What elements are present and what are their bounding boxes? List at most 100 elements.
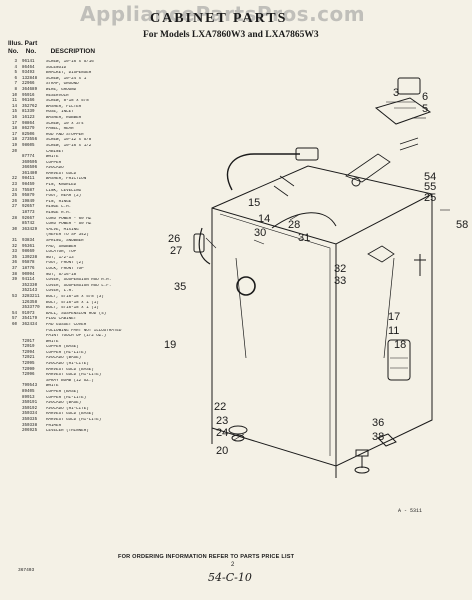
callout-26: 26: [168, 233, 180, 245]
part-illus-no: 3: [14, 60, 17, 64]
part-description: HOSE, INLET: [46, 110, 74, 115]
callout-58: 58: [456, 219, 468, 231]
part-illus-no: 31: [11, 239, 17, 243]
cabinet-top-edge: [211, 193, 433, 245]
part-illus-no: 15: [11, 110, 17, 115]
part-number: 132848: [22, 76, 38, 81]
part-illus-no: 4: [14, 65, 17, 70]
part-illus-no: 22: [11, 177, 17, 182]
part-description: WASHER, FILTER: [46, 104, 82, 109]
dispenser-bracket: [374, 97, 432, 125]
part-number: 130238: [22, 255, 38, 260]
part-illus-no: 24: [11, 188, 17, 193]
part-number: 72019: [22, 345, 35, 350]
exploded-diagram: 3 6 5 54 55 25 58 15 14 28 31 30 26 27 3…: [164, 77, 468, 478]
part-illus-no: 27: [11, 205, 17, 210]
part-number: 18773: [22, 211, 35, 216]
part-number: 90094: [22, 272, 35, 277]
inlet-hose: [226, 153, 300, 191]
parts-row: (REFER TO SP 342): [8, 233, 153, 239]
part-description: SCREW, 10-16 x 5/16: [46, 60, 94, 64]
part-description: COPPER (HI-LITE): [46, 395, 87, 400]
ordering-note: FOR ORDERING INFORMATION REFER TO PARTS …: [118, 554, 295, 560]
part-number: 350334: [22, 412, 38, 417]
parts-row: FOLLOWING PART NOT ILLUSTRATED: [8, 329, 153, 335]
part-description: LEVELER (THINNER): [46, 429, 89, 434]
part-illus-no: 18: [11, 127, 17, 132]
callout-17: 17: [388, 311, 400, 323]
part-description: AVOCADO (BASE): [46, 401, 82, 406]
part-illus-no: 26: [11, 199, 17, 204]
part-description: CORD POWER - 60 HZ: [46, 216, 92, 221]
part-illus-no: 32: [11, 244, 17, 249]
callout-15: 15: [248, 197, 260, 209]
callout-11: 11: [388, 325, 399, 337]
document-id: 367403: [18, 568, 35, 573]
part-description: COPPER: [46, 160, 62, 165]
part-description: AVOCADO (BASE): [46, 356, 82, 361]
handwritten-note: 54-C-10: [208, 571, 252, 584]
part-description: SCREW, 10 x 3/4: [46, 121, 84, 126]
part-number: 72090: [22, 367, 35, 372]
part-number: 95878: [22, 261, 35, 266]
part-number: 19849: [22, 199, 35, 204]
callout-22: 22: [214, 401, 226, 413]
part-description: NUT, 5/16-18: [46, 272, 77, 277]
part-number: 98605: [22, 143, 35, 148]
part-description: PIN, HINGE: [46, 199, 72, 204]
part-number: 72017: [22, 339, 35, 344]
part-illus-no: 17: [11, 132, 17, 137]
part-number: 72095: [22, 362, 35, 367]
part-description: COPPER (HI-LITE): [46, 350, 87, 355]
part-description: SCREW, 10-12 x 5/8: [46, 138, 92, 143]
page-number: 2: [231, 562, 235, 568]
callout-3: 3: [393, 87, 399, 99]
part-number: 91073: [22, 311, 35, 316]
part-description: VALVE, MIXING: [46, 227, 79, 232]
part-description: WHITE: [46, 155, 59, 160]
callout-20: 20: [216, 445, 228, 457]
part-number: 89405: [22, 390, 35, 395]
part-illus-no: 33: [11, 250, 17, 255]
part-description: BALL, SUSPENSION ROD (4): [46, 311, 107, 316]
part-description: AVOCADO (HI-LITE): [46, 362, 89, 367]
parts-row: PAINT TOUCH UP (1/2 OZ.): [8, 334, 153, 340]
part-description: LOCATOR, TOP: [46, 250, 77, 255]
part-description: BRACKET, DISPENSER: [46, 71, 92, 76]
part-description: WASHER, FRICTION: [46, 177, 87, 182]
part-number: 94114: [22, 278, 35, 283]
callout-54: 54: [424, 171, 436, 183]
part-number: 98459: [22, 183, 35, 188]
part-number: 98864: [22, 121, 35, 126]
callout-31: 31: [298, 232, 310, 244]
part-description: SPRING, SNUBBER: [46, 239, 84, 243]
part-number: 22966: [22, 82, 35, 87]
mixing-valve: [295, 147, 319, 161]
part-description: BOLT, 5/16-18 x 5/8 (3): [46, 294, 104, 299]
part-illus-no: 25: [11, 194, 17, 199]
